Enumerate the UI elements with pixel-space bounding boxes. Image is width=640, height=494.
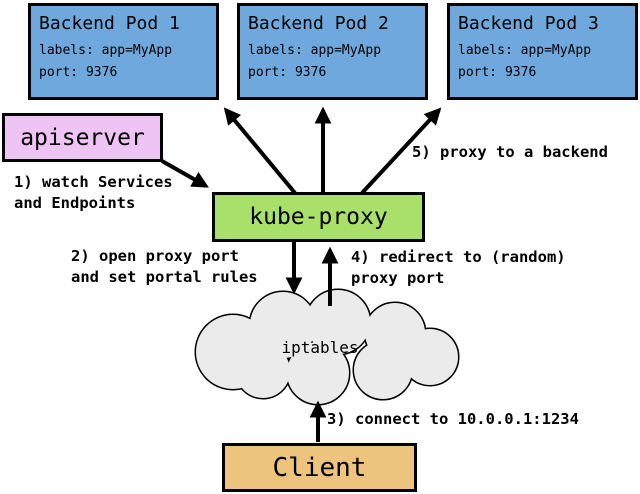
annotation-step4-line1: 4) redirect to (random) — [351, 248, 566, 266]
annotation-step1: 1) watch Services and Endpoints — [14, 172, 173, 214]
annotation-step1-line2: and Endpoints — [14, 194, 136, 212]
annotation-step2: 2) open proxy port and set portal rules — [71, 246, 258, 288]
backend-pod-1-box: Backend Pod 1 labels: app=MyApp port: 93… — [28, 3, 219, 100]
backend-pod-3-title: Backend Pod 3 — [458, 13, 599, 34]
backend-pod-1-title: Backend Pod 1 — [39, 13, 180, 34]
kube-proxy-box: kube-proxy — [212, 192, 425, 242]
kube-proxy-label: kube-proxy — [249, 204, 388, 230]
client-label: Client — [272, 452, 367, 483]
backend-pod-2-title: Backend Pod 2 — [248, 13, 389, 34]
backend-pod-1-labels: labels: app=MyApp — [39, 43, 173, 58]
annotation-step2-line2: and set portal rules — [71, 268, 258, 286]
iptables-label: iptables — [281, 338, 359, 357]
backend-pod-2-box: Backend Pod 2 labels: app=MyApp port: 93… — [237, 3, 428, 100]
annotation-step2-line1: 2) open proxy port — [71, 247, 239, 265]
annotation-step4-line2: proxy port — [351, 269, 445, 287]
backend-pod-3-box: Backend Pod 3 labels: app=MyApp port: 93… — [447, 3, 638, 100]
annotation-step5: 5) proxy to a backend — [412, 143, 608, 161]
arrow-kubeproxy-to-pod1 — [223, 107, 297, 195]
backend-pod-2-port: port: 9376 — [248, 65, 327, 80]
annotation-step4: 4) redirect to (random) proxy port — [351, 247, 566, 289]
apiserver-label: apiserver — [20, 124, 145, 151]
backend-pod-1-port: port: 9376 — [39, 65, 118, 80]
backend-pod-3-labels: labels: app=MyApp — [458, 43, 592, 58]
annotation-step3: 3) connect to 10.0.0.1:1234 — [327, 410, 579, 428]
backend-pod-3-port: port: 9376 — [458, 65, 537, 80]
backend-pod-2-labels: labels: app=MyApp — [248, 43, 382, 58]
client-box: Client — [222, 443, 417, 492]
apiserver-box: apiserver — [2, 113, 163, 162]
annotation-step1-line1: 1) watch Services — [14, 173, 173, 191]
